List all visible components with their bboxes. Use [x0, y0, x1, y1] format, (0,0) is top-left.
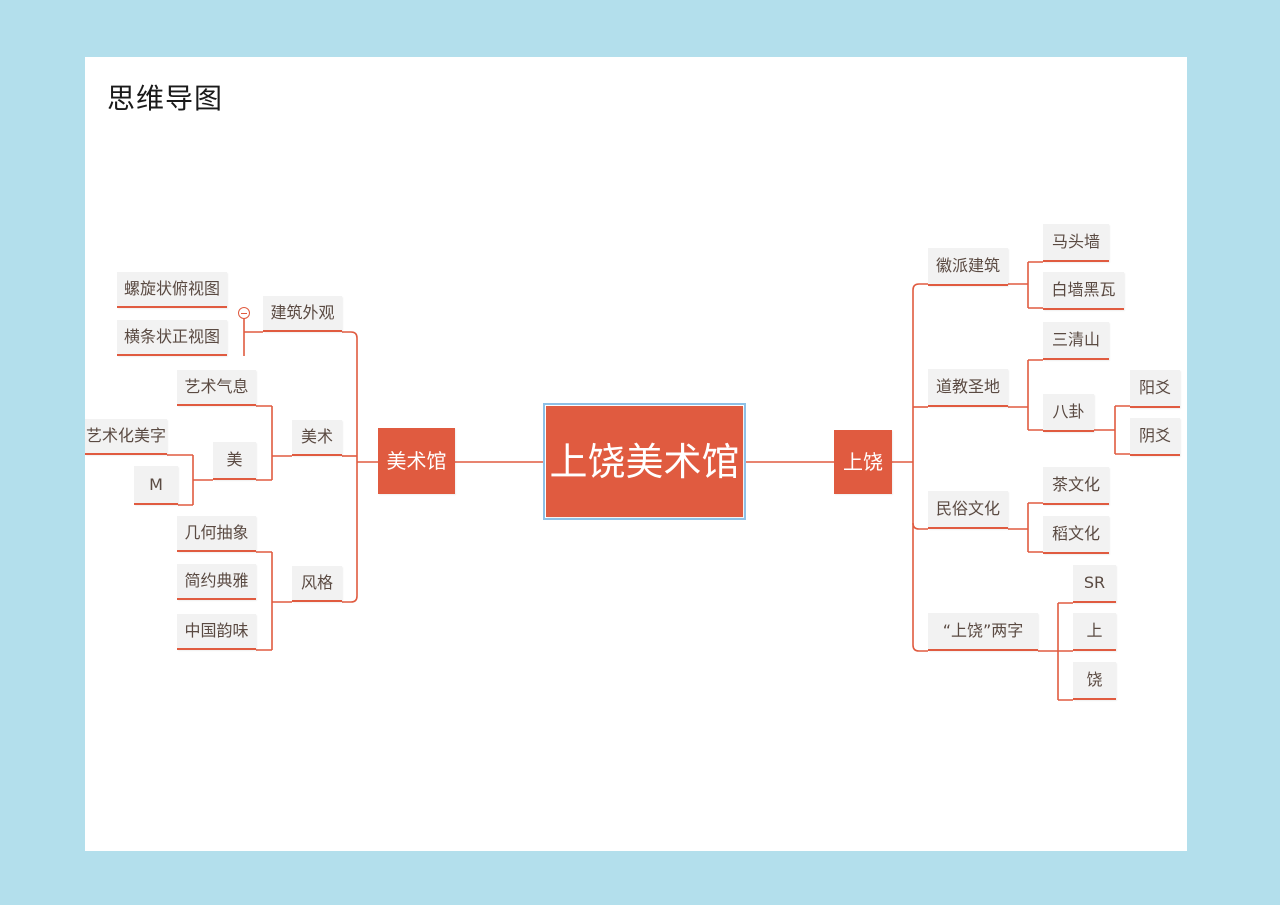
node-geometric-abstract[interactable]: 几何抽象 [177, 516, 256, 552]
node-rao[interactable]: 饶 [1073, 662, 1116, 700]
branch-left-node[interactable]: 美术馆 [378, 428, 455, 494]
node-yang-yao[interactable]: 阳爻 [1130, 370, 1180, 408]
node-chinese-charm[interactable]: 中国韵味 [177, 614, 256, 650]
collapse-minus-icon[interactable] [238, 307, 250, 319]
node-m[interactable]: M [134, 466, 178, 505]
node-shang[interactable]: 上 [1073, 613, 1116, 651]
node-architecture-exterior[interactable]: 建筑外观 [263, 296, 342, 332]
node-rice-culture[interactable]: 稻文化 [1043, 516, 1109, 554]
node-horizontal-front-view[interactable]: 横条状正视图 [117, 320, 227, 356]
node-shangrao-characters[interactable]: “上饶”两字 [928, 613, 1038, 651]
node-simple-elegant[interactable]: 简约典雅 [177, 564, 256, 600]
node-style[interactable]: 风格 [292, 566, 342, 602]
node-fine-art[interactable]: 美术 [292, 420, 342, 456]
node-sanqing-mountain[interactable]: 三清山 [1043, 322, 1109, 360]
root-node[interactable]: 上饶美术馆 [543, 403, 746, 520]
node-bagua[interactable]: 八卦 [1043, 394, 1094, 432]
branch-right-node[interactable]: 上饶 [834, 430, 892, 494]
node-hui-architecture[interactable]: 徽派建筑 [928, 248, 1008, 286]
node-yin-yao[interactable]: 阴爻 [1130, 418, 1180, 456]
node-horse-head-wall[interactable]: 马头墙 [1043, 224, 1109, 262]
node-spiral-top-view[interactable]: 螺旋状俯视图 [117, 272, 227, 308]
node-taoist-holy-land[interactable]: 道教圣地 [928, 369, 1008, 407]
node-sr[interactable]: SR [1073, 565, 1116, 603]
node-white-wall-black-tile[interactable]: 白墙黑瓦 [1043, 272, 1124, 310]
node-artistic-atmosphere[interactable]: 艺术气息 [177, 370, 256, 406]
node-tea-culture[interactable]: 茶文化 [1043, 467, 1109, 505]
page-title: 思维导图 [107, 82, 224, 115]
node-artistic-beauty-character[interactable]: 艺术化美字 [85, 419, 167, 455]
node-folk-culture[interactable]: 民俗文化 [928, 491, 1008, 529]
node-beauty[interactable]: 美 [213, 442, 256, 480]
